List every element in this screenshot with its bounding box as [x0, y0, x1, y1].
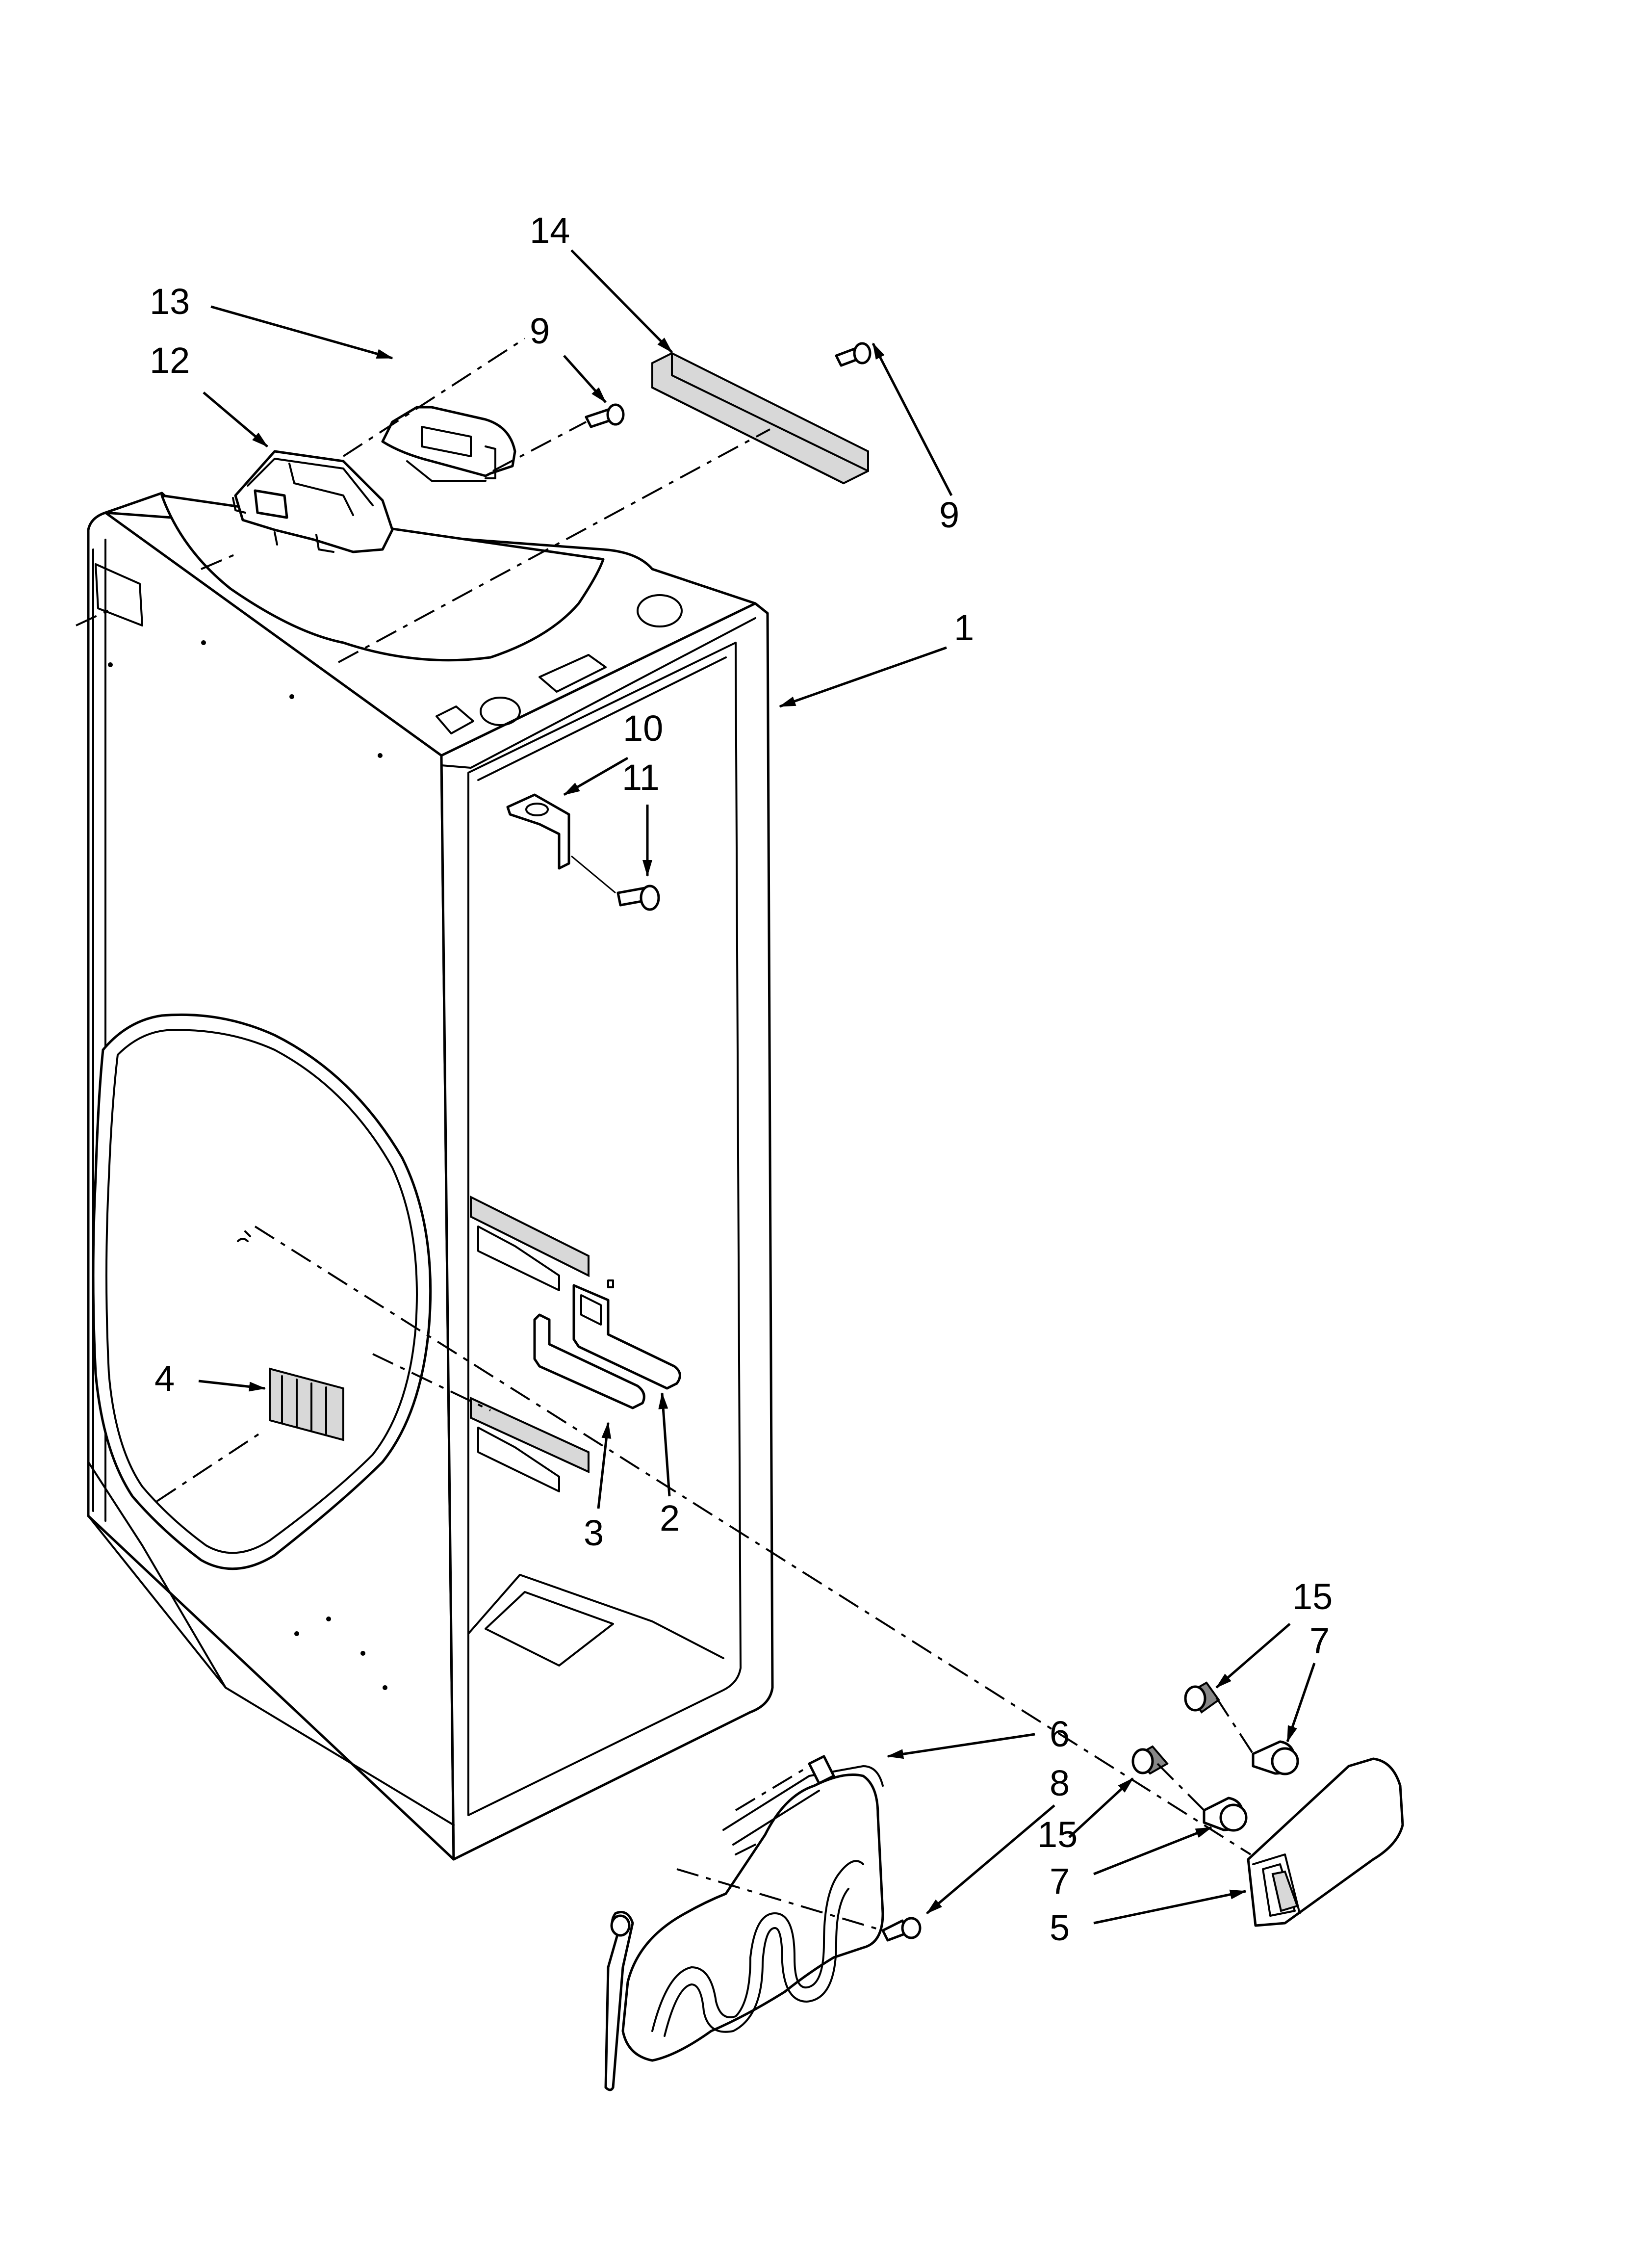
callout-15-lower: 15	[1037, 1814, 1078, 1855]
callout-11: 11	[622, 757, 660, 798]
leader-arrows	[198, 249, 1316, 1925]
callout-2: 2	[660, 1498, 680, 1538]
callout-3: 3	[584, 1512, 604, 1553]
drain-coil	[604, 1755, 884, 2091]
callout-7-lower: 7	[1050, 1861, 1070, 1902]
drain-pan	[1247, 1757, 1404, 1927]
bracket-assembly	[506, 793, 660, 911]
screws-9	[585, 342, 872, 428]
control-housing	[232, 450, 394, 553]
callout-7-upper: 7	[1309, 1620, 1330, 1661]
callout-5: 5	[1050, 1907, 1070, 1948]
callout-15-upper: 15	[1292, 1576, 1333, 1617]
callout-10: 10	[623, 708, 663, 749]
callout-12: 12	[150, 340, 190, 381]
callout-1: 1	[954, 607, 974, 648]
callout-9-upper-left: 9	[530, 311, 550, 351]
alignment-lines	[76, 338, 1254, 1931]
rail	[651, 352, 869, 485]
shelf-supports	[533, 1284, 681, 1409]
callout-labels: 14 13 9 12 9 1 10 11 4 3 2 15 7 6 8 15 7…	[150, 210, 1333, 1948]
callout-14: 14	[530, 210, 570, 251]
callout-13: 13	[150, 281, 190, 322]
vent-grille	[269, 1367, 344, 1441]
screw-8	[881, 1917, 922, 1942]
callout-8: 8	[1050, 1763, 1070, 1803]
callout-6: 6	[1050, 1714, 1070, 1754]
callout-9-right: 9	[939, 495, 959, 535]
grommets-and-plugs	[1131, 1681, 1299, 1832]
cabinet-liner	[87, 492, 774, 1861]
callout-4: 4	[154, 1358, 175, 1399]
cover-bracket	[381, 406, 516, 482]
